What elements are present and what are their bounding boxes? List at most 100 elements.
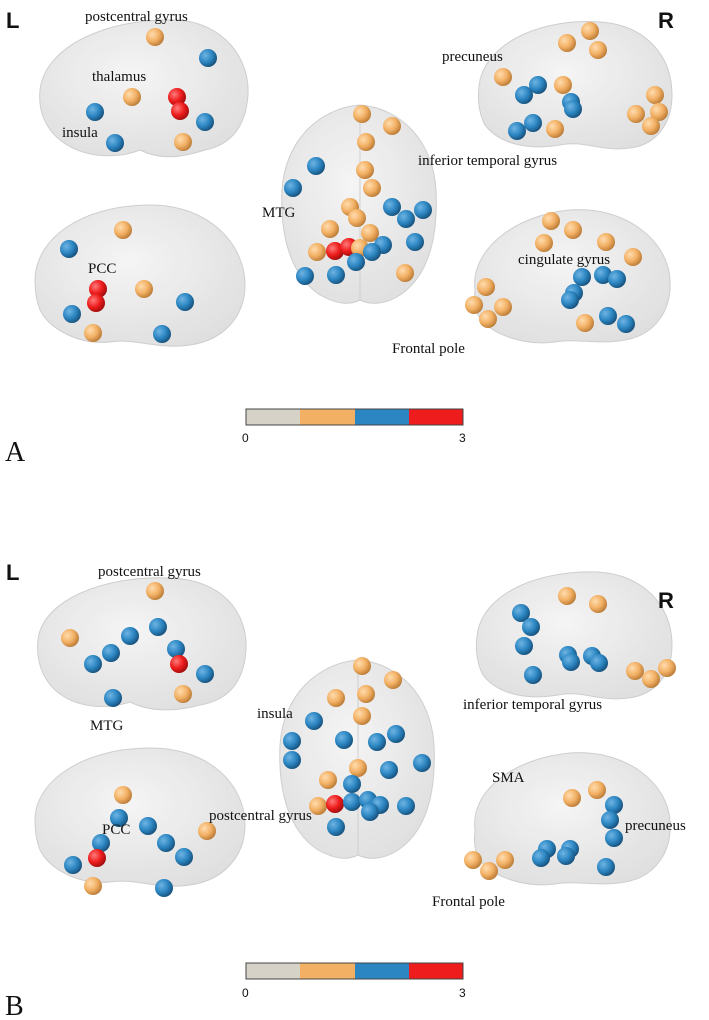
node-blue (413, 754, 431, 772)
node-blue (512, 604, 530, 622)
node-blue (515, 637, 533, 655)
brain-left-lateral-a (39, 19, 249, 158)
panel-a: L R postcentral gyrus thalamus insula PC… (5, 8, 674, 468)
node-orange (383, 117, 401, 135)
node-blue (383, 198, 401, 216)
node-blue (599, 307, 617, 325)
node-blue (283, 732, 301, 750)
node-blue (102, 644, 120, 662)
node-orange (174, 685, 192, 703)
node-orange (646, 86, 664, 104)
node-blue (597, 858, 615, 876)
node-orange (627, 105, 645, 123)
node-blue (564, 100, 582, 118)
colorbar-a: 0 3 (242, 408, 466, 445)
label-frontal-pole: Frontal pole (432, 894, 505, 910)
node-blue (155, 879, 173, 897)
node-orange (353, 657, 371, 675)
node-blue (327, 818, 345, 836)
label-inferior-temporal-gyrus: inferior temporal gyrus (418, 153, 557, 169)
node-orange (546, 120, 564, 138)
node-orange (135, 280, 153, 298)
label-cingulate-gyrus: cingulate gyrus (518, 252, 610, 268)
node-orange (477, 278, 495, 296)
node-blue (562, 653, 580, 671)
label-pcc: PCC (102, 822, 130, 838)
node-blue (529, 76, 547, 94)
node-blue (121, 627, 139, 645)
node-orange (588, 781, 606, 799)
node-orange (589, 41, 607, 59)
colorbar-segment-2 (355, 409, 409, 425)
node-blue (414, 201, 432, 219)
label-postcentral-gyrus: postcentral gyrus (98, 564, 201, 580)
brain-left-medial-b (34, 747, 246, 887)
colorbar-segment-3 (409, 963, 463, 979)
node-orange (589, 595, 607, 613)
node-blue (561, 291, 579, 309)
node-red (87, 294, 105, 312)
node-orange (496, 851, 514, 869)
node-blue (594, 266, 612, 284)
node-blue (86, 103, 104, 121)
colorbar-segment-0 (246, 409, 300, 425)
node-blue (397, 797, 415, 815)
label-thalamus: thalamus (92, 69, 146, 85)
label-mtg: MTG (90, 718, 124, 734)
hemisphere-left-label: L (6, 8, 19, 33)
node-blue (380, 761, 398, 779)
node-orange (84, 877, 102, 895)
colorbar-min-label: 0 (242, 431, 249, 445)
node-blue (605, 796, 623, 814)
node-blue (532, 849, 550, 867)
node-blue (176, 293, 194, 311)
node-blue (573, 268, 591, 286)
node-orange (353, 707, 371, 725)
label-precuneus: precuneus (625, 818, 686, 834)
colorbar-max-label: 3 (459, 986, 466, 1000)
node-orange (642, 117, 660, 135)
node-orange (494, 68, 512, 86)
node-orange (308, 243, 326, 261)
node-blue (515, 86, 533, 104)
node-orange (114, 221, 132, 239)
colorbar-max-label: 3 (459, 431, 466, 445)
node-blue (508, 122, 526, 140)
label-frontal-pole: Frontal pole (392, 341, 465, 357)
node-blue (335, 731, 353, 749)
node-blue (305, 712, 323, 730)
node-orange (597, 233, 615, 251)
panel-letter-a: A (5, 437, 26, 468)
node-orange (357, 685, 375, 703)
node-orange (465, 296, 483, 314)
label-inferior-temporal-gyrus: inferior temporal gyrus (463, 697, 602, 713)
node-blue (106, 134, 124, 152)
node-blue (175, 848, 193, 866)
hemisphere-right-label: R (658, 588, 674, 613)
node-orange (321, 220, 339, 238)
node-orange (581, 22, 599, 40)
panel-b: L R postcentral gyrus MTG PCC insula pos… (5, 560, 686, 1020)
node-orange (114, 786, 132, 804)
node-orange (146, 28, 164, 46)
node-blue (64, 856, 82, 874)
node-blue (60, 240, 78, 258)
node-blue (284, 179, 302, 197)
colorbar-segment-3 (409, 409, 463, 425)
node-blue (343, 775, 361, 793)
node-red (171, 102, 189, 120)
node-blue (84, 655, 102, 673)
brain-left-medial-a (34, 204, 246, 347)
node-orange (624, 248, 642, 266)
label-insula: insula (257, 706, 293, 722)
colorbar-segment-1 (300, 963, 355, 979)
node-orange (396, 264, 414, 282)
node-orange (319, 771, 337, 789)
node-orange (650, 103, 668, 121)
node-orange (576, 314, 594, 332)
hemisphere-right-label: R (658, 8, 674, 33)
node-blue (524, 114, 542, 132)
node-orange (464, 851, 482, 869)
